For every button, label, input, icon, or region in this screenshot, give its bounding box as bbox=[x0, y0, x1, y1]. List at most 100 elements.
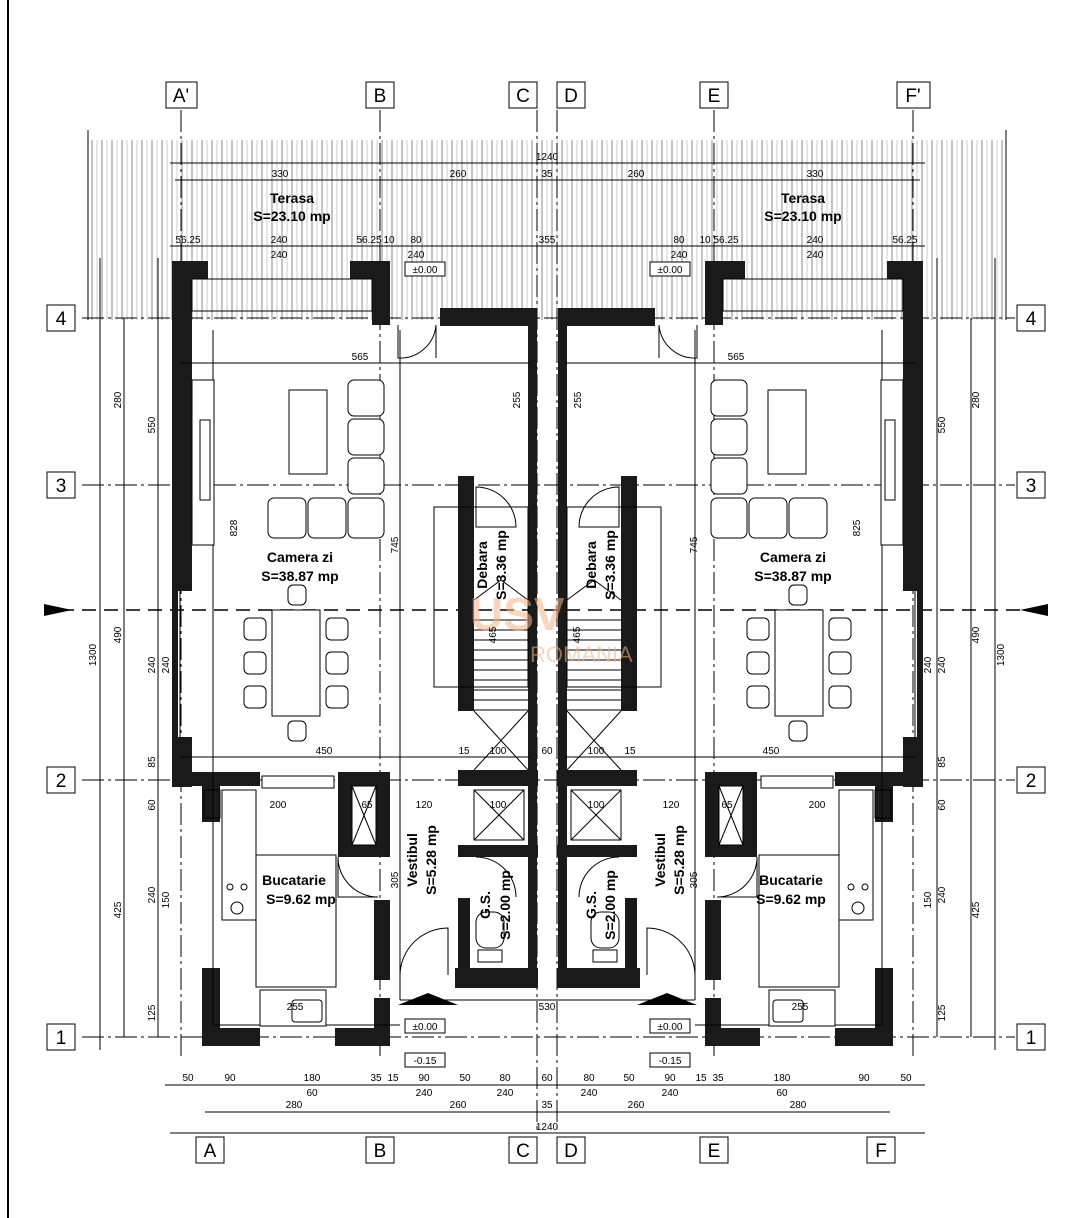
dim-label: 50 bbox=[623, 1073, 635, 1084]
axis-label: 1 bbox=[1026, 1028, 1037, 1049]
axis-label: C bbox=[516, 1141, 530, 1162]
dim-label: 465 bbox=[488, 626, 499, 643]
axis-label: B bbox=[374, 1141, 387, 1162]
dim-label: 150 bbox=[923, 891, 934, 908]
side-dimensions: 1300 1300 280 490 425 280 490 425 550 24… bbox=[88, 258, 1007, 1050]
axis-label: E bbox=[708, 1141, 721, 1162]
dim-label: 1300 bbox=[88, 643, 99, 666]
room-area: S=5.28 mp bbox=[423, 825, 439, 895]
dim-label: 56.25 bbox=[175, 235, 200, 246]
axis-label: C bbox=[516, 86, 530, 107]
watermark: USV ROMANIA bbox=[470, 588, 633, 667]
level-label: -0.15 bbox=[659, 1056, 682, 1067]
dim-label: 255 bbox=[792, 1002, 809, 1013]
dim-label: 10 bbox=[699, 235, 711, 246]
dim-label: 240 bbox=[408, 250, 425, 261]
room-area: S=3.36 mp bbox=[602, 530, 618, 600]
dim-label: 120 bbox=[416, 800, 433, 811]
dim-label: 15 bbox=[387, 1073, 399, 1084]
dim-label: 65 bbox=[721, 800, 733, 811]
dim-label: 15 bbox=[624, 746, 636, 757]
level-tags: ±0.00 ±0.00 ±0.00 ±0.00 -0.15 -0.15 bbox=[404, 261, 691, 1068]
room-area: S=9.62 mp bbox=[266, 891, 336, 907]
dim-label: 180 bbox=[774, 1073, 791, 1084]
room-area: S=9.62 mp bbox=[756, 891, 826, 907]
dim-label: 240 bbox=[581, 1088, 598, 1099]
dim-label: 255 bbox=[512, 391, 523, 408]
dim-label: 60 bbox=[776, 1088, 788, 1099]
dim-label: 10 bbox=[383, 235, 395, 246]
dim-label: 240 bbox=[271, 250, 288, 261]
room-area: S=23.10 mp bbox=[253, 208, 330, 224]
dim-label: 260 bbox=[628, 169, 645, 180]
dim-label: 80 bbox=[499, 1073, 511, 1084]
axis-label: 4 bbox=[1026, 309, 1037, 330]
dim-label: 100 bbox=[588, 746, 605, 757]
doors bbox=[337, 324, 758, 976]
dim-label: 150 bbox=[161, 891, 172, 908]
dim-label: 255 bbox=[573, 391, 584, 408]
room-name: Camera zi bbox=[760, 549, 826, 565]
dim-label: 125 bbox=[147, 1004, 158, 1021]
dim-label: 425 bbox=[971, 901, 982, 918]
dim-label: 60 bbox=[541, 746, 553, 757]
stairs bbox=[433, 506, 662, 771]
room-area: S=3.36 mp bbox=[493, 530, 509, 600]
axis-label: E bbox=[708, 86, 721, 107]
axis-label: 3 bbox=[1026, 476, 1037, 497]
axis-label: 4 bbox=[56, 309, 67, 330]
dim-label: 425 bbox=[113, 901, 124, 918]
axis-label: 2 bbox=[56, 771, 67, 792]
room-area: S=38.87 mp bbox=[754, 568, 831, 584]
room-area: S=5.28 mp bbox=[671, 825, 687, 895]
terrace-hatch bbox=[88, 140, 1006, 320]
axis-label: F' bbox=[905, 86, 920, 107]
axis-labels-top: A' B C D E F' bbox=[165, 81, 931, 109]
dim-label: 90 bbox=[664, 1073, 676, 1084]
dim-label: 80 bbox=[673, 235, 685, 246]
dim-label: 180 bbox=[304, 1073, 321, 1084]
room-area: S=38.87 mp bbox=[261, 568, 338, 584]
inner-dimensions: 565 565 450 450 200 200 65 65 120 120 10… bbox=[229, 352, 863, 1013]
dim-label: 60 bbox=[541, 1073, 553, 1084]
dim-label: 240 bbox=[807, 235, 824, 246]
dim-label: 745 bbox=[689, 536, 700, 553]
dim-label: 530 bbox=[539, 1002, 556, 1013]
dim-label: 745 bbox=[390, 536, 401, 553]
dim-label: 85 bbox=[147, 756, 158, 768]
dim-label: 125 bbox=[937, 1004, 948, 1021]
level-label: ±0.00 bbox=[658, 265, 683, 276]
dim-label: 90 bbox=[418, 1073, 430, 1084]
dim-label: 280 bbox=[971, 391, 982, 408]
dim-label: 1300 bbox=[996, 643, 1007, 666]
dim-label: 565 bbox=[728, 352, 745, 363]
dim-label: 60 bbox=[937, 799, 948, 811]
dim-label: 1240 bbox=[536, 1122, 559, 1133]
dim-label: 240 bbox=[937, 656, 948, 673]
axis-label: A bbox=[204, 1141, 217, 1162]
room-labels: Terasa S=23.10 mp Terasa S=23.10 mp Came… bbox=[253, 190, 841, 940]
furniture-right bbox=[590, 379, 904, 1027]
dim-label: 550 bbox=[147, 416, 158, 433]
dim-label: 565 bbox=[352, 352, 369, 363]
walls-left bbox=[172, 261, 538, 1046]
room-name: Bucatarie bbox=[262, 872, 326, 888]
walls-right bbox=[557, 261, 923, 1046]
dim-label: 100 bbox=[490, 800, 507, 811]
axis-label: A' bbox=[173, 86, 189, 107]
dim-label: 80 bbox=[583, 1073, 595, 1084]
axis-labels-rows: 4 4 3 3 2 2 1 1 bbox=[46, 304, 1046, 1051]
room-name: Terasa bbox=[781, 190, 825, 206]
dim-label: 35 bbox=[541, 169, 553, 180]
dim-label: 825 bbox=[852, 519, 863, 536]
dim-label: 260 bbox=[450, 169, 467, 180]
axis-label: 3 bbox=[56, 476, 67, 497]
dim-label: 50 bbox=[182, 1073, 194, 1084]
dim-label: 828 bbox=[229, 519, 240, 536]
dim-label: 35 bbox=[712, 1073, 724, 1084]
dim-label: 90 bbox=[224, 1073, 236, 1084]
dim-label: 56.25 bbox=[892, 235, 917, 246]
dim-label: 120 bbox=[663, 800, 680, 811]
dim-label: 330 bbox=[272, 169, 289, 180]
